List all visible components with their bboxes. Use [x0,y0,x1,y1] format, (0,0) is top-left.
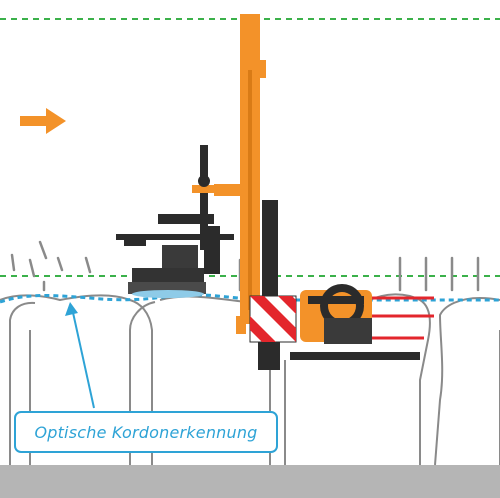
red-rods [372,296,434,340]
callout-box: Optische Kordonerkennung [14,411,278,453]
machine-frame [258,200,420,370]
callout-pointer-line [71,307,95,409]
warning-panel [249,295,297,343]
arrow-right-icon [20,108,66,134]
callout-pointer-arrow [65,302,78,316]
optical-sensor-unit [116,145,234,298]
ground-strip [0,465,500,498]
orange-mast [214,14,266,334]
detection-line [0,293,500,304]
callout-label: Optische Kordonerkennung [34,422,258,442]
